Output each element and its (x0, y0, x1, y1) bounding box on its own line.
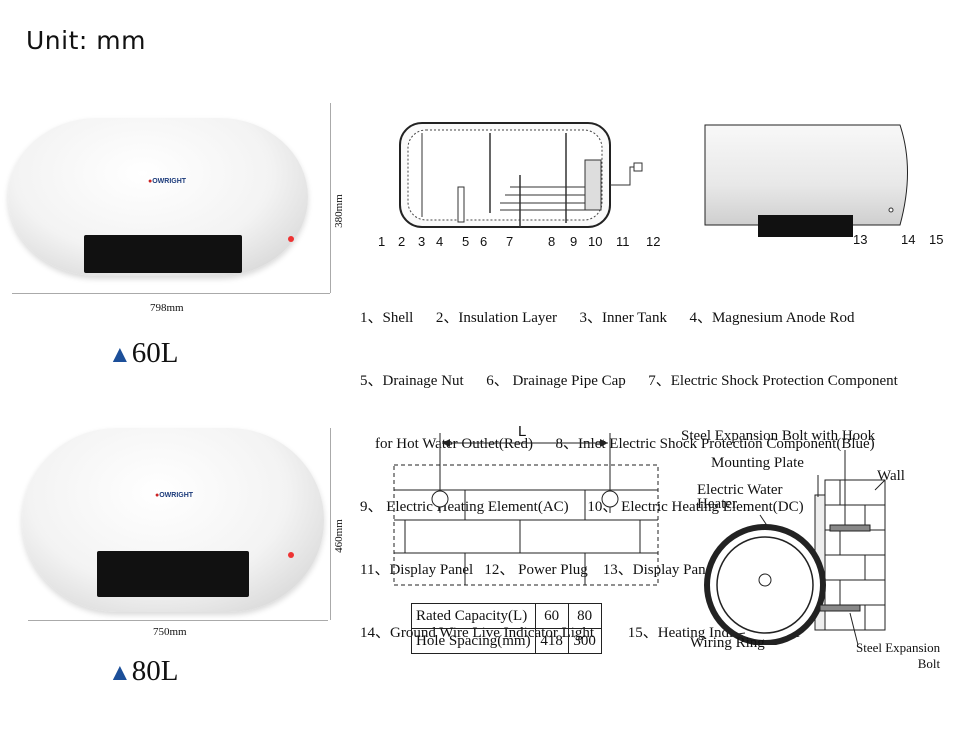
brand-logo: ●OWRIGHT (148, 178, 187, 185)
legend-line: 11、Display Panel 12、 Power Plug 13、Displ… (360, 562, 717, 578)
spec-table: Rated Capacity(L) 60 80 Hole Spacing(mm)… (411, 603, 602, 654)
height-60l: 380mm (332, 194, 345, 228)
table-cell: 418 (534, 628, 569, 654)
triangle-icon: ▲ (108, 342, 132, 368)
control-panel (97, 551, 249, 597)
indicator-light (288, 236, 294, 242)
legend-line: for Hot Water Outlet(Red) 8、Inlet Electr… (360, 436, 875, 452)
model-80l: ▲80L (108, 655, 179, 687)
label-expansion-bolt: Steel Expansion Bolt (856, 640, 941, 671)
width-80l: 750mm (153, 626, 187, 638)
water-heater-60l-image: ●OWRIGHT (8, 118, 308, 276)
side-view-diagram (704, 124, 908, 237)
label-bolt-hook: Steel Expansion Bolt with Hook (681, 428, 876, 444)
brand-logo: ●OWRIGHT (155, 492, 194, 499)
width-60l: 798mm (150, 302, 184, 314)
legend-line: 1、Shell 2、Insulation Layer 3、Inner Tank … (360, 310, 855, 326)
width-dimension-line (12, 293, 330, 294)
model-60l: ▲60L (108, 337, 179, 369)
height-dimension-line (330, 103, 331, 293)
legend-line: 5、Drainage Nut 6、 Drainage Pipe Cap 7、El… (360, 373, 898, 389)
water-heater-80l-image: ●OWRIGHT (22, 428, 324, 612)
cross-section-diagram (399, 122, 643, 228)
table-cell: Hole Spacing(mm) (411, 628, 536, 654)
height-80l: 460mm (332, 519, 345, 553)
installation-diagram (704, 450, 886, 645)
table-row: Hole Spacing(mm) 418 300 (411, 628, 602, 654)
triangle-icon: ▲ (108, 660, 132, 686)
label-heater: Electric Water Heater (697, 482, 783, 512)
spacing-label: L (518, 423, 527, 440)
label-wiring-ring: Wiring Ring (690, 635, 765, 651)
table-cell: 300 (567, 628, 602, 654)
label-mounting-plate: Mounting Plate (711, 455, 804, 471)
table-row: Rated Capacity(L) 60 80 (411, 603, 602, 629)
width-dimension-line (28, 620, 328, 621)
hole-spacing-diagram (393, 433, 659, 586)
table-cell: 80 (567, 603, 602, 629)
table-cell: Rated Capacity(L) (411, 603, 536, 629)
label-wall: Wall (877, 468, 905, 484)
table-cell: 60 (534, 603, 569, 629)
unit-label: Unit: mm (26, 26, 146, 55)
height-dimension-line (330, 428, 331, 620)
indicator-light (288, 552, 294, 558)
control-panel (84, 235, 242, 273)
